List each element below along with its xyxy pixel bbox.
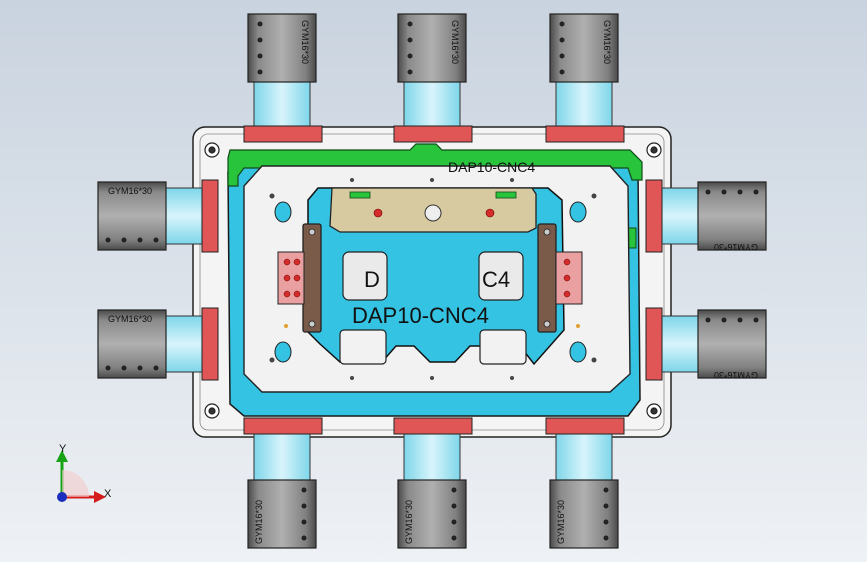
plate-small-holes (269, 178, 597, 380)
cylinder-label: GYM16*30 (602, 20, 612, 64)
cylinder-left-1: GYM16*30 (97, 179, 219, 253)
workpiece-pocket-bottom-right (479, 329, 527, 365)
cylinder-label: GYM16*30 (108, 186, 152, 196)
gripper-red-pins (373, 208, 495, 218)
locator-red-pins (283, 258, 571, 298)
workpiece-label: DAP10-CNC4 (352, 303, 489, 328)
cylinder-label: GYM16*30 (714, 370, 758, 380)
frame-top-label: DAP10-CNC4 (448, 159, 535, 175)
x-axis-label: X (104, 488, 112, 500)
cylinder-top-3: GYM16*30 (545, 13, 625, 143)
cylinder-right-2: GYM16*30 (645, 307, 767, 381)
cylinder-group: GYM16*30GYM16*30GYM16*30GYM16*30GYM16*30… (97, 13, 767, 549)
green-locating-frame (227, 143, 643, 187)
cylinder-left-2: GYM16*30 (97, 307, 219, 381)
cylinder-bottom-3: GYM16*30 (545, 417, 625, 549)
cylinder-label: GYM16*30 (450, 20, 460, 64)
cylinder-label: GYM16*30 (300, 20, 310, 64)
cylinder-right-1: GYM16*30 (645, 179, 767, 253)
mounting-holes (204, 142, 662, 419)
blank-right-label: C4 (482, 267, 510, 292)
workpiece-pocket-bottom-left (339, 329, 387, 365)
gripper-green-pad-right (495, 191, 517, 199)
cylinder-top-2: GYM16*30 (393, 13, 473, 143)
clamp-screws (308, 228, 551, 328)
brown-clamp-left (302, 223, 322, 333)
cylinder-label: GYM16*30 (254, 500, 264, 544)
plate-bolt-slots (274, 201, 587, 363)
coordinate-triad: Y X (56, 443, 112, 503)
cylinder-label: GYM16*30 (404, 500, 414, 544)
cylinder-label: GYM16*30 (556, 500, 566, 544)
blank-left-label: D (364, 267, 380, 292)
workpiece-pocket-left (342, 251, 388, 301)
workpiece-pocket-right (478, 251, 524, 301)
gripper-green-pad-left (349, 191, 371, 199)
gripper-center-hole (424, 204, 442, 222)
cylinder-top-1: GYM16*30 (243, 13, 323, 143)
y-axis-label: Y (59, 443, 67, 455)
brown-clamp-right (537, 223, 557, 333)
cylinder-label: GYM16*30 (108, 314, 152, 324)
cylinder-label: GYM16*30 (714, 242, 758, 252)
cylinder-bottom-1: GYM16*30 (243, 417, 323, 549)
cylinder-bottom-2: GYM16*30 (393, 417, 473, 549)
